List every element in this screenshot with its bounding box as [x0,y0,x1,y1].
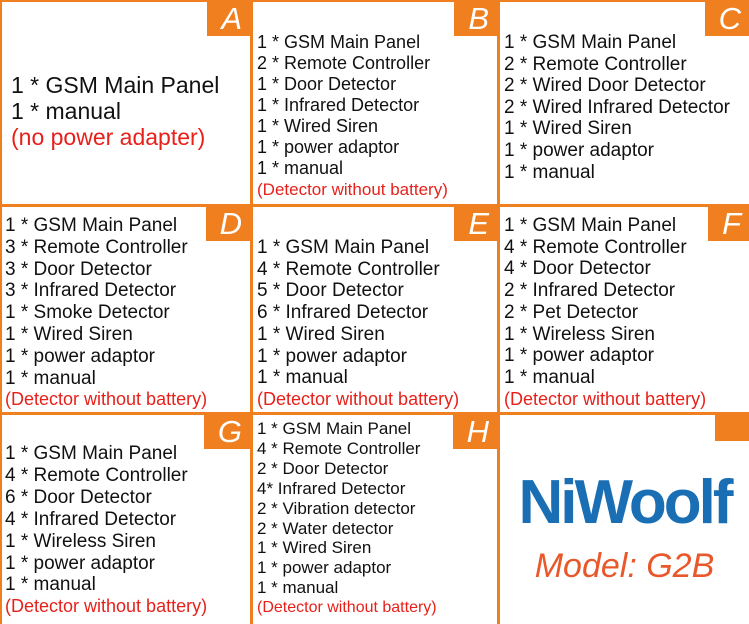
list-item: 1 * Smoke Detector [5,302,170,324]
list-item: 1 * Infrared Detector [257,95,420,115]
list-item: 2 * Vibration detector [257,498,416,518]
list-item: 3 * Remote Controller [5,236,188,258]
list-item: 1 * manual [504,161,595,183]
option-b-letter: B [454,2,497,36]
list-item: 6 * Infrared Detector [257,302,429,324]
list-item: 1 * power adaptor [504,139,654,161]
list-item: 1 * power adaptor [504,345,654,367]
brand-logo: NiWoolf [518,468,733,537]
list-item: 2 * Remote Controller [257,53,431,73]
option-f-letter: F [708,207,749,241]
list-item: 1 * GSM Main Panel [11,72,220,98]
list-item: 1 * GSM Main Panel [5,215,178,236]
option-e-panel: E 1 * GSM Main Panel 4 * Remote Controll… [253,207,497,412]
model-label: Model: G2B [534,547,715,585]
list-item: 1 * power adaptor [5,552,155,574]
option-e-letter: E [454,207,497,241]
option-e-note: (Detector without battery) [257,388,460,409]
option-c-list: 1 * GSM Main Panel 2 * Remote Controller… [504,32,730,183]
option-f-panel: F 1 * GSM Main Panel 4 * Remote Controll… [500,207,749,412]
option-g-note: (Detector without battery) [5,596,208,617]
list-item: 1 * Wired Siren [504,118,632,140]
option-g-letter: G [203,415,250,449]
option-a-letter: A [207,2,250,36]
option-a-note: (no power adapter) [11,124,206,150]
list-item: 1 * Wired Siren [257,116,379,136]
list-item: 2 * Pet Detector [504,301,639,323]
list-item: 4 * Remote Controller [257,258,440,280]
list-item: 4 * Remote Controller [504,236,687,258]
list-item: 5 * Door Detector [257,280,404,302]
list-item: 4 * Remote Controller [5,464,188,486]
option-d-letter: D [205,207,250,241]
list-item: 4 * Door Detector [504,258,651,280]
list-item: 1 * power adaptor [257,137,400,157]
list-item: 1 * GSM Main Panel [257,237,430,258]
list-item: 2 * Wired Infrared Detector [504,96,730,118]
option-d-note: (Detector without battery) [5,389,208,410]
option-h-list: 1 * GSM Main Panel 4 * Remote Controller… [257,419,437,618]
list-item: 2 * Wired Door Detector [504,75,706,97]
list-item: 1 * GSM Main Panel [257,32,421,52]
option-h-letter: H [452,415,497,449]
list-item: 1 * GSM Main Panel [257,419,412,438]
list-item: 1 * Wired Siren [257,323,385,345]
list-item: 2 * Remote Controller [504,53,687,75]
option-a-list: 1 * GSM Main Panel 1 * manual (no power … [11,72,219,150]
list-item: 2 * Water detector [257,518,394,538]
list-item: 1 * manual [5,574,96,596]
list-item: 1 * manual [257,578,339,598]
list-item: 1 * GSM Main Panel [5,443,178,464]
list-item: 2 * Door Detector [257,458,389,478]
option-d-panel: D 1 * GSM Main Panel 3 * Remote Controll… [2,207,250,412]
list-item: 1 * Wired Siren [257,538,372,558]
list-item: 4 * Remote Controller [257,438,421,458]
option-f-list: 1 * GSM Main Panel 4 * Remote Controller… [504,215,706,410]
list-item: 1 * GSM Main Panel [504,215,677,236]
list-item: 1 * Wireless Siren [504,323,655,345]
option-b-list: 1 * GSM Main Panel 2 * Remote Controller… [257,32,448,200]
list-item: 1 * GSM Main Panel [504,32,677,53]
list-item: 1 * Wired Siren [5,323,133,345]
list-item: 1 * Door Detector [257,74,397,94]
option-h-panel: H 1 * GSM Main Panel 4 * Remote Controll… [253,415,497,624]
option-g-list: 1 * GSM Main Panel 4 * Remote Controller… [5,443,207,618]
option-b-note: (Detector without battery) [257,180,448,199]
option-a-panel: A 1 * GSM Main Panel 1 * manual (no powe… [2,2,250,204]
option-h-note: (Detector without battery) [257,599,437,617]
list-item: 1 * power adaptor [257,345,407,367]
option-b-panel: B 1 * GSM Main Panel 2 * Remote Controll… [253,2,497,204]
brand-corner-tab [715,415,749,441]
option-c-panel: C 1 * GSM Main Panel 2 * Remote Controll… [500,2,749,204]
list-item: 1 * Wireless Siren [5,530,156,552]
brand-panel: NiWoolf Model: G2B [500,415,749,624]
option-g-panel: G 1 * GSM Main Panel 4 * Remote Controll… [2,415,250,624]
list-item: 3 * Infrared Detector [5,280,177,302]
list-item: 1 * manual [5,367,96,389]
list-item: 1 * manual [504,366,595,388]
list-item: 1 * power adaptor [257,558,392,578]
list-item: 4* Infrared Detector [257,478,406,498]
list-item: 4 * Infrared Detector [5,508,177,530]
list-item: 3 * Door Detector [5,258,152,280]
option-f-note: (Detector without battery) [504,388,707,409]
list-item: 6 * Door Detector [5,486,152,508]
list-item: 1 * manual [11,98,121,124]
list-item: 1 * power adaptor [5,345,155,367]
option-c-letter: C [704,2,749,36]
option-d-list: 1 * GSM Main Panel 3 * Remote Controller… [5,215,207,411]
list-item: 1 * manual [257,158,344,178]
list-item: 1 * manual [257,367,348,389]
list-item: 2 * Infrared Detector [504,280,676,302]
option-e-list: 1 * GSM Main Panel 4 * Remote Controller… [257,237,459,411]
